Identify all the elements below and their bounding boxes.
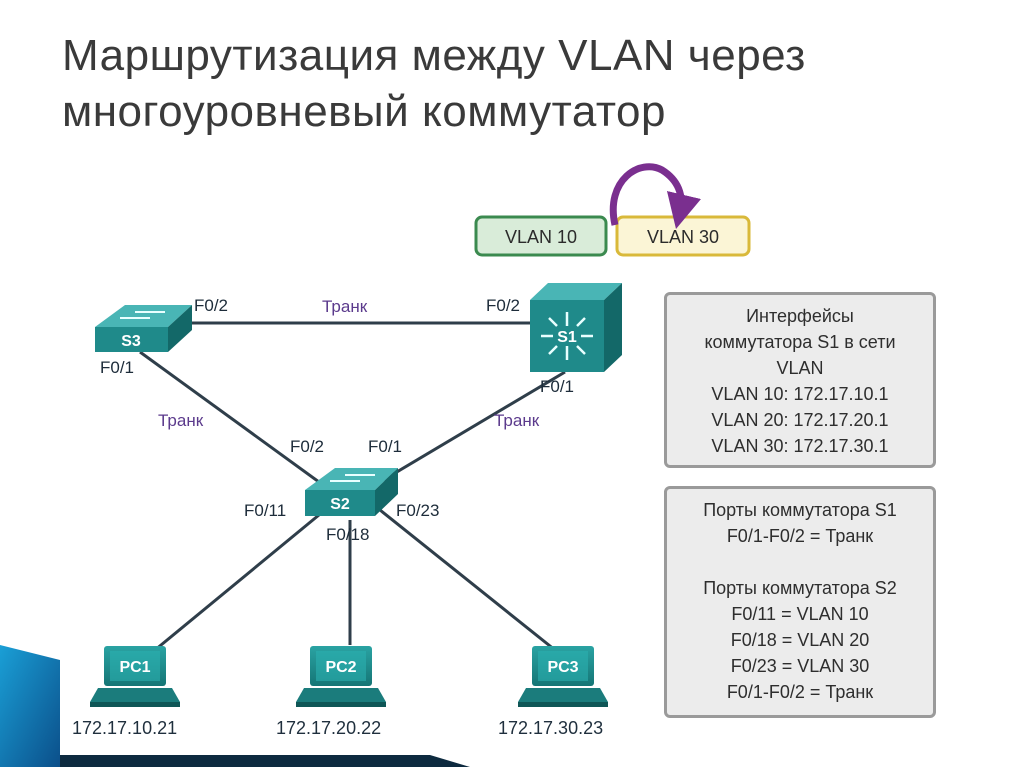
box2-s2-line3: F0/23 = VLAN 30 — [730, 656, 870, 676]
routing-arrow-icon — [609, 163, 702, 230]
vlan-30-tag: VLAN 30 — [615, 215, 751, 257]
port-label-s2-f023: F0/23 — [396, 501, 439, 520]
box1-line5: VLAN 20: 172.17.20.1 — [711, 410, 889, 430]
device-label-pc3: PC3 — [547, 659, 578, 676]
corner-decoration — [0, 645, 60, 767]
box1-line4: VLAN 10: 172.17.10.1 — [711, 384, 889, 404]
port-label-s2-f01: F0/1 — [368, 437, 402, 456]
link-s1-s2 — [374, 370, 566, 487]
box2-spacer — [667, 549, 933, 575]
box2-s2-line4: F0/1-F0/2 = Транк — [726, 682, 874, 702]
port-label-s3-f01: F0/1 — [100, 358, 134, 377]
port-label-s2-f011: F0/11 — [244, 501, 286, 520]
port-label-s3-f02: F0/2 — [194, 296, 228, 315]
vlan-10-label: VLAN 10 — [505, 227, 577, 247]
box2-s1-line1: F0/1-F0/2 = Транк — [726, 526, 874, 546]
box2-s2-header: Порты коммутатора S2 — [703, 578, 897, 598]
device-label-s1: S1 — [557, 329, 577, 346]
box1-line3: VLAN — [776, 358, 824, 378]
device-label-pc1: PC1 — [119, 659, 150, 676]
link-s2-pc1 — [154, 508, 326, 652]
switch-s1-multilayer[interactable]: S1 — [530, 283, 622, 372]
trunk-label-top: Транк — [322, 297, 368, 316]
title-line-1: Маршрутизация между VLAN через — [62, 31, 806, 80]
trunk-label-right: Транк — [494, 411, 540, 430]
box2-s2-line1: F0/11 = VLAN 10 — [731, 604, 869, 624]
switch-ports-box: Порты коммутатора S1 F0/1-F0/2 = Транк П… — [664, 486, 936, 718]
vlan-30-label: VLAN 30 — [647, 227, 719, 247]
link-s2-pc3 — [379, 508, 556, 652]
ip-label-pc2: 172.17.20.22 — [276, 718, 381, 738]
box2-s2-line2: F0/18 = VLAN 20 — [730, 630, 870, 650]
ip-label-pc3: 172.17.30.23 — [498, 718, 603, 738]
port-label-s1-f02: F0/2 — [486, 296, 520, 315]
trunk-label-left: Транк — [158, 411, 204, 430]
title-line-2: многоуровневый коммутатор — [62, 87, 666, 136]
pc1[interactable]: PC1 — [90, 646, 180, 707]
pc3[interactable]: PC3 — [518, 646, 608, 707]
box1-line1: Интерфейсы — [746, 306, 854, 326]
ip-label-pc1: 172.17.10.21 — [72, 718, 177, 738]
corner-decoration-bottom — [60, 755, 470, 767]
vlan-10-tag: VLAN 10 — [474, 215, 608, 257]
page-title: Маршрутизация между VLAN через многоуров… — [62, 28, 1012, 140]
device-label-s3: S3 — [121, 333, 141, 350]
box1-line2: коммутатора S1 в сети — [704, 332, 896, 352]
pc2[interactable]: PC2 — [296, 646, 386, 707]
port-label-s2-f018: F0/18 — [326, 525, 369, 544]
link-s3-s2 — [139, 350, 331, 492]
s1-vlan-interfaces-box: Интерфейсы коммутатора S1 в сети VLAN VL… — [664, 292, 936, 468]
box2-s1-header: Порты коммутатора S1 — [703, 500, 897, 520]
port-label-s1-f01: F0/1 — [540, 377, 574, 396]
port-label-s2-f02: F0/2 — [290, 437, 324, 456]
box1-line6: VLAN 30: 172.17.30.1 — [711, 436, 889, 456]
switch-s3[interactable]: S3 — [95, 305, 192, 352]
device-label-pc2: PC2 — [325, 659, 356, 676]
switch-s2[interactable]: S2 — [305, 468, 398, 516]
device-label-s2: S2 — [330, 496, 350, 513]
